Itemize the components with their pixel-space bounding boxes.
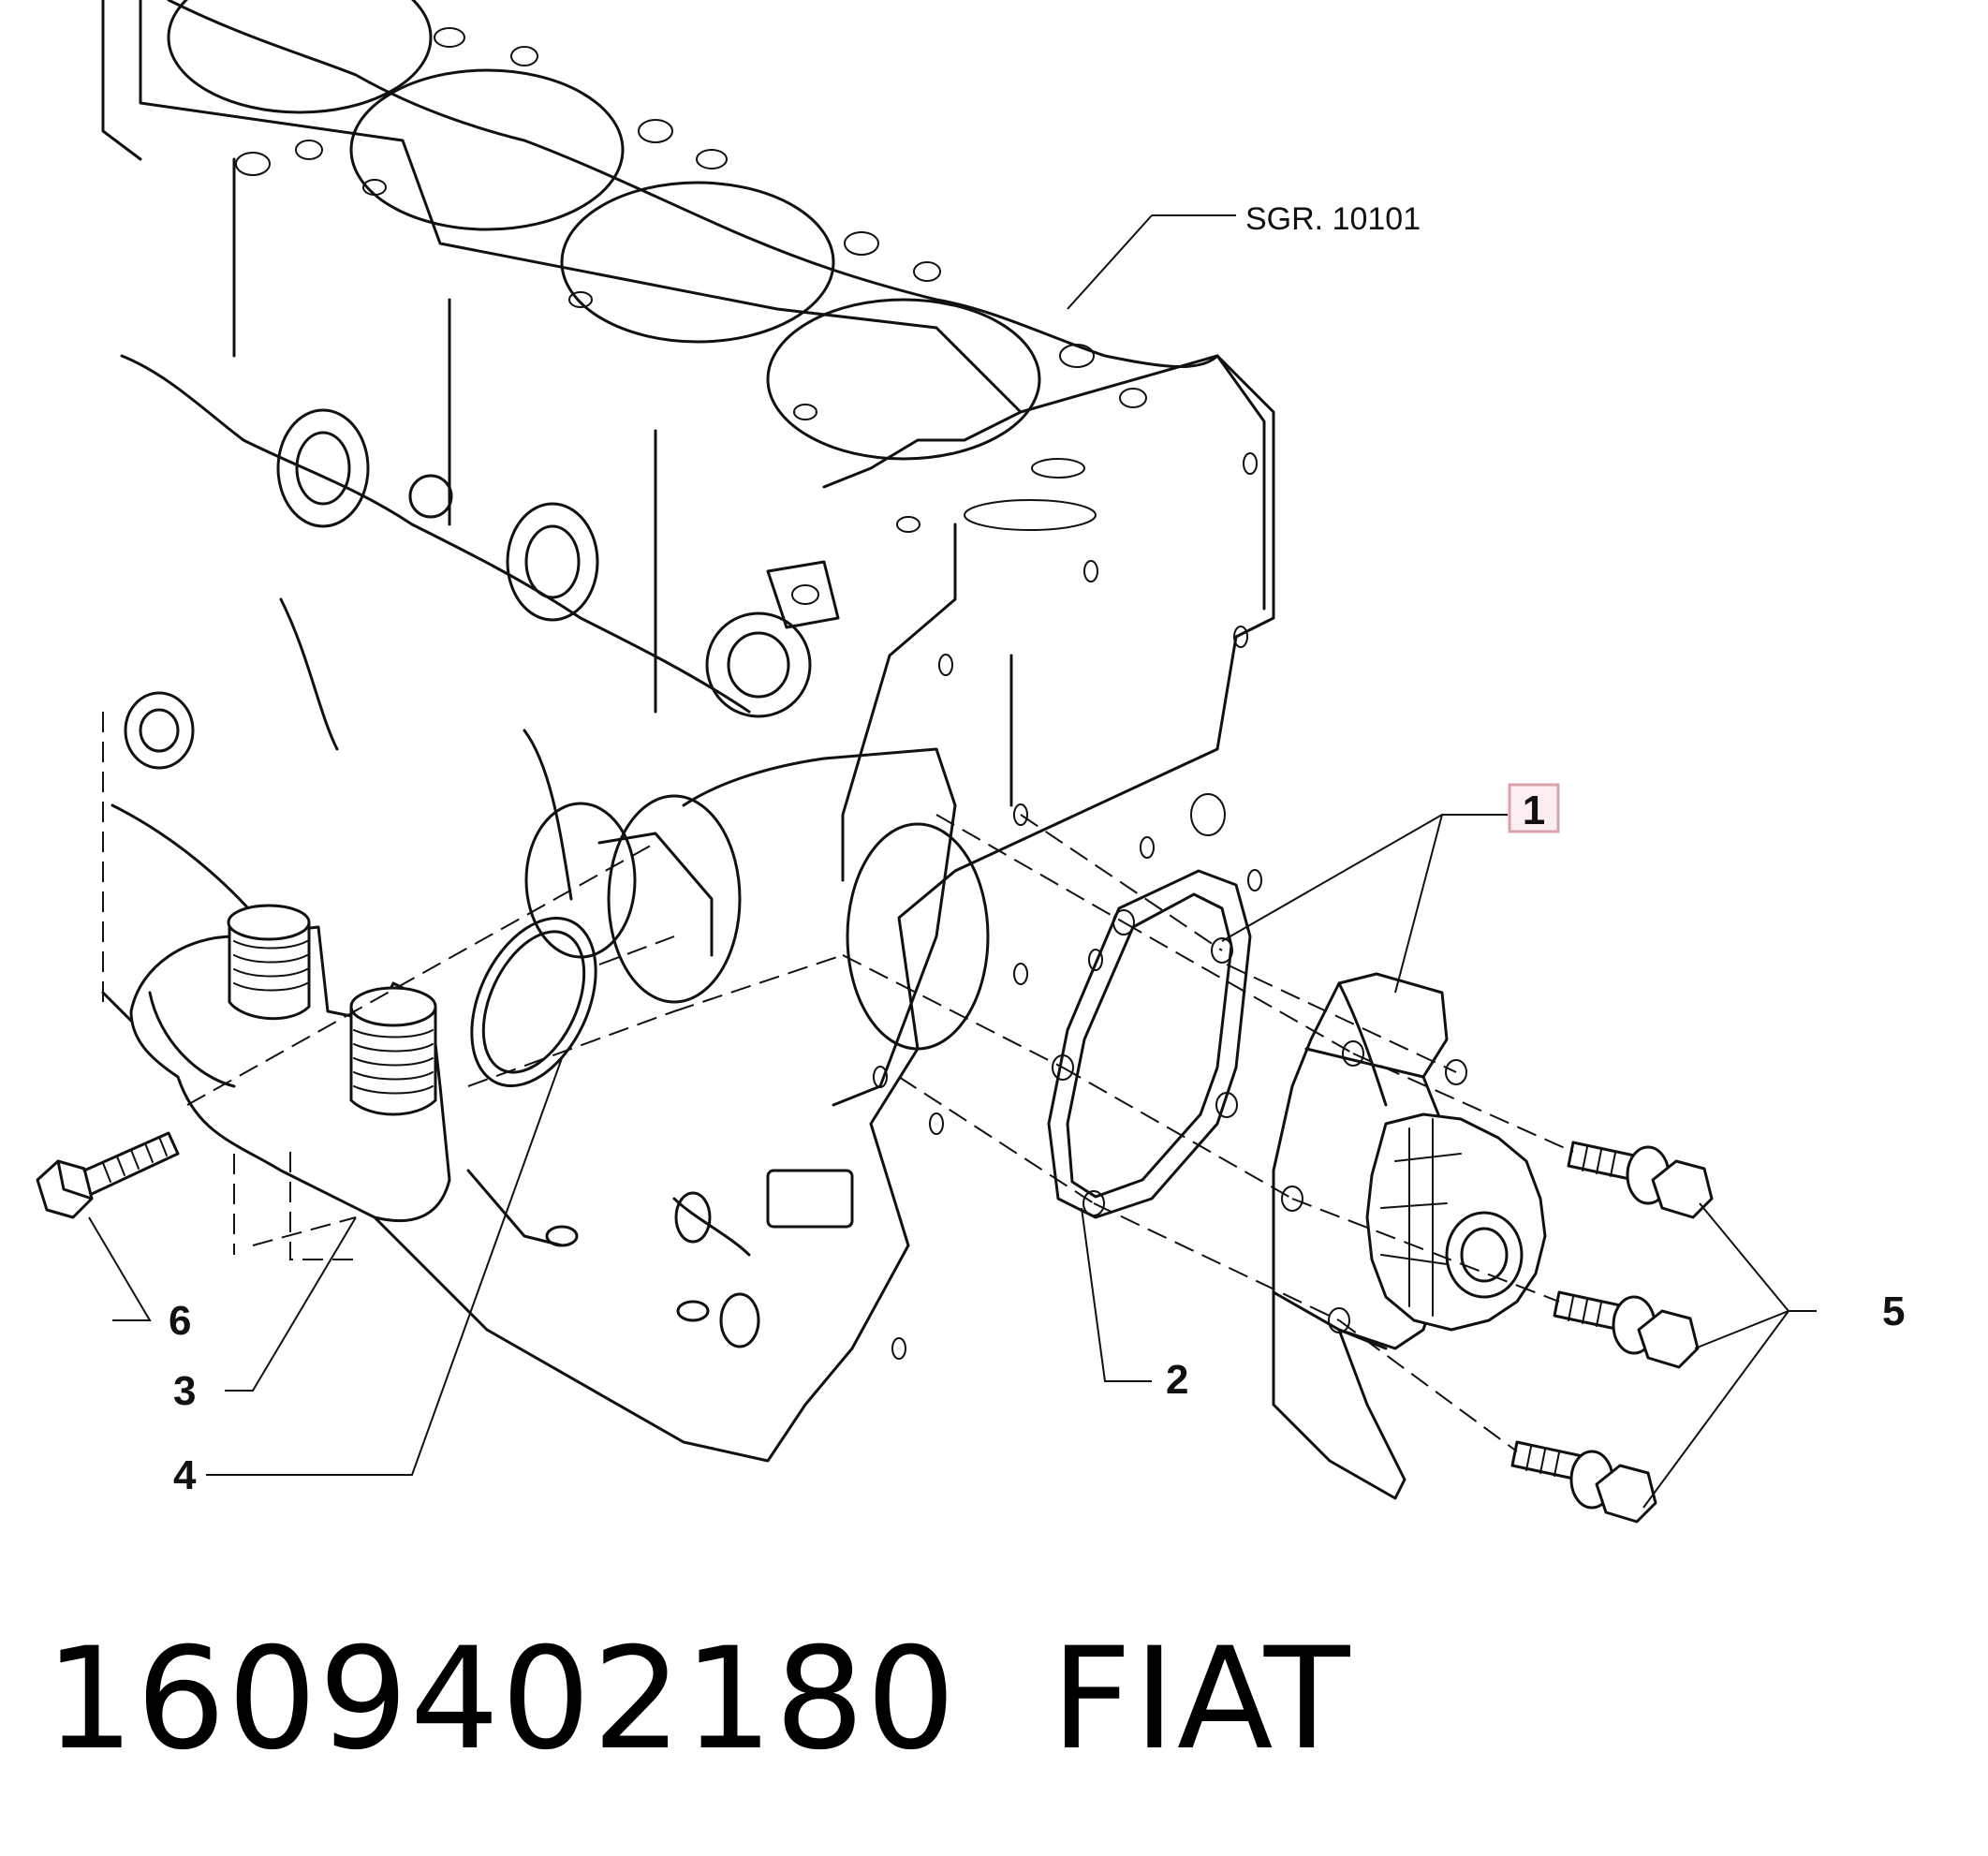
pump-sprocket [1365, 1112, 1547, 1332]
boss-3 [705, 611, 812, 718]
seal-ring [470, 916, 597, 1088]
pump-bolt-top [1567, 1141, 1714, 1219]
pump-bolts [1510, 1141, 1714, 1524]
callout-5: 5 [1882, 1289, 1905, 1334]
callout-3: 3 [173, 1368, 196, 1414]
housing-bolt [36, 1131, 180, 1219]
cylinder-bore-2 [349, 68, 625, 231]
cylinder-bore-3 [560, 181, 835, 344]
thermostat-housing [129, 904, 451, 1260]
boss-2 [506, 502, 599, 622]
callout-6: 6 [169, 1298, 191, 1344]
cylinder-bore-1 [167, 0, 433, 114]
reference-label: SGR. 10101 [1245, 201, 1421, 237]
thermostat-seat [524, 802, 637, 959]
pump-bolt-middle [1553, 1290, 1700, 1369]
brand-name: FIAT [1051, 1618, 1352, 1781]
engine-block [101, 0, 1275, 1463]
callouts: SGR. 10101 1 2 3 4 5 6 [169, 201, 1905, 1498]
cylinder-bore-4 [766, 298, 1041, 461]
leader-lines [88, 214, 1817, 1509]
water-pump [1272, 972, 1547, 1500]
callout-4: 4 [173, 1452, 197, 1498]
callout-1: 1 [1523, 788, 1545, 833]
pump-gasket [1047, 869, 1252, 1219]
boss-1 [276, 408, 370, 528]
alignment-lines [186, 814, 1574, 1452]
callout-1-highlight [1508, 783, 1560, 833]
pump-bolt-bottom [1510, 1440, 1657, 1524]
part-number: 1609402180 [45, 1618, 958, 1781]
callout-2: 2 [1166, 1357, 1188, 1403]
